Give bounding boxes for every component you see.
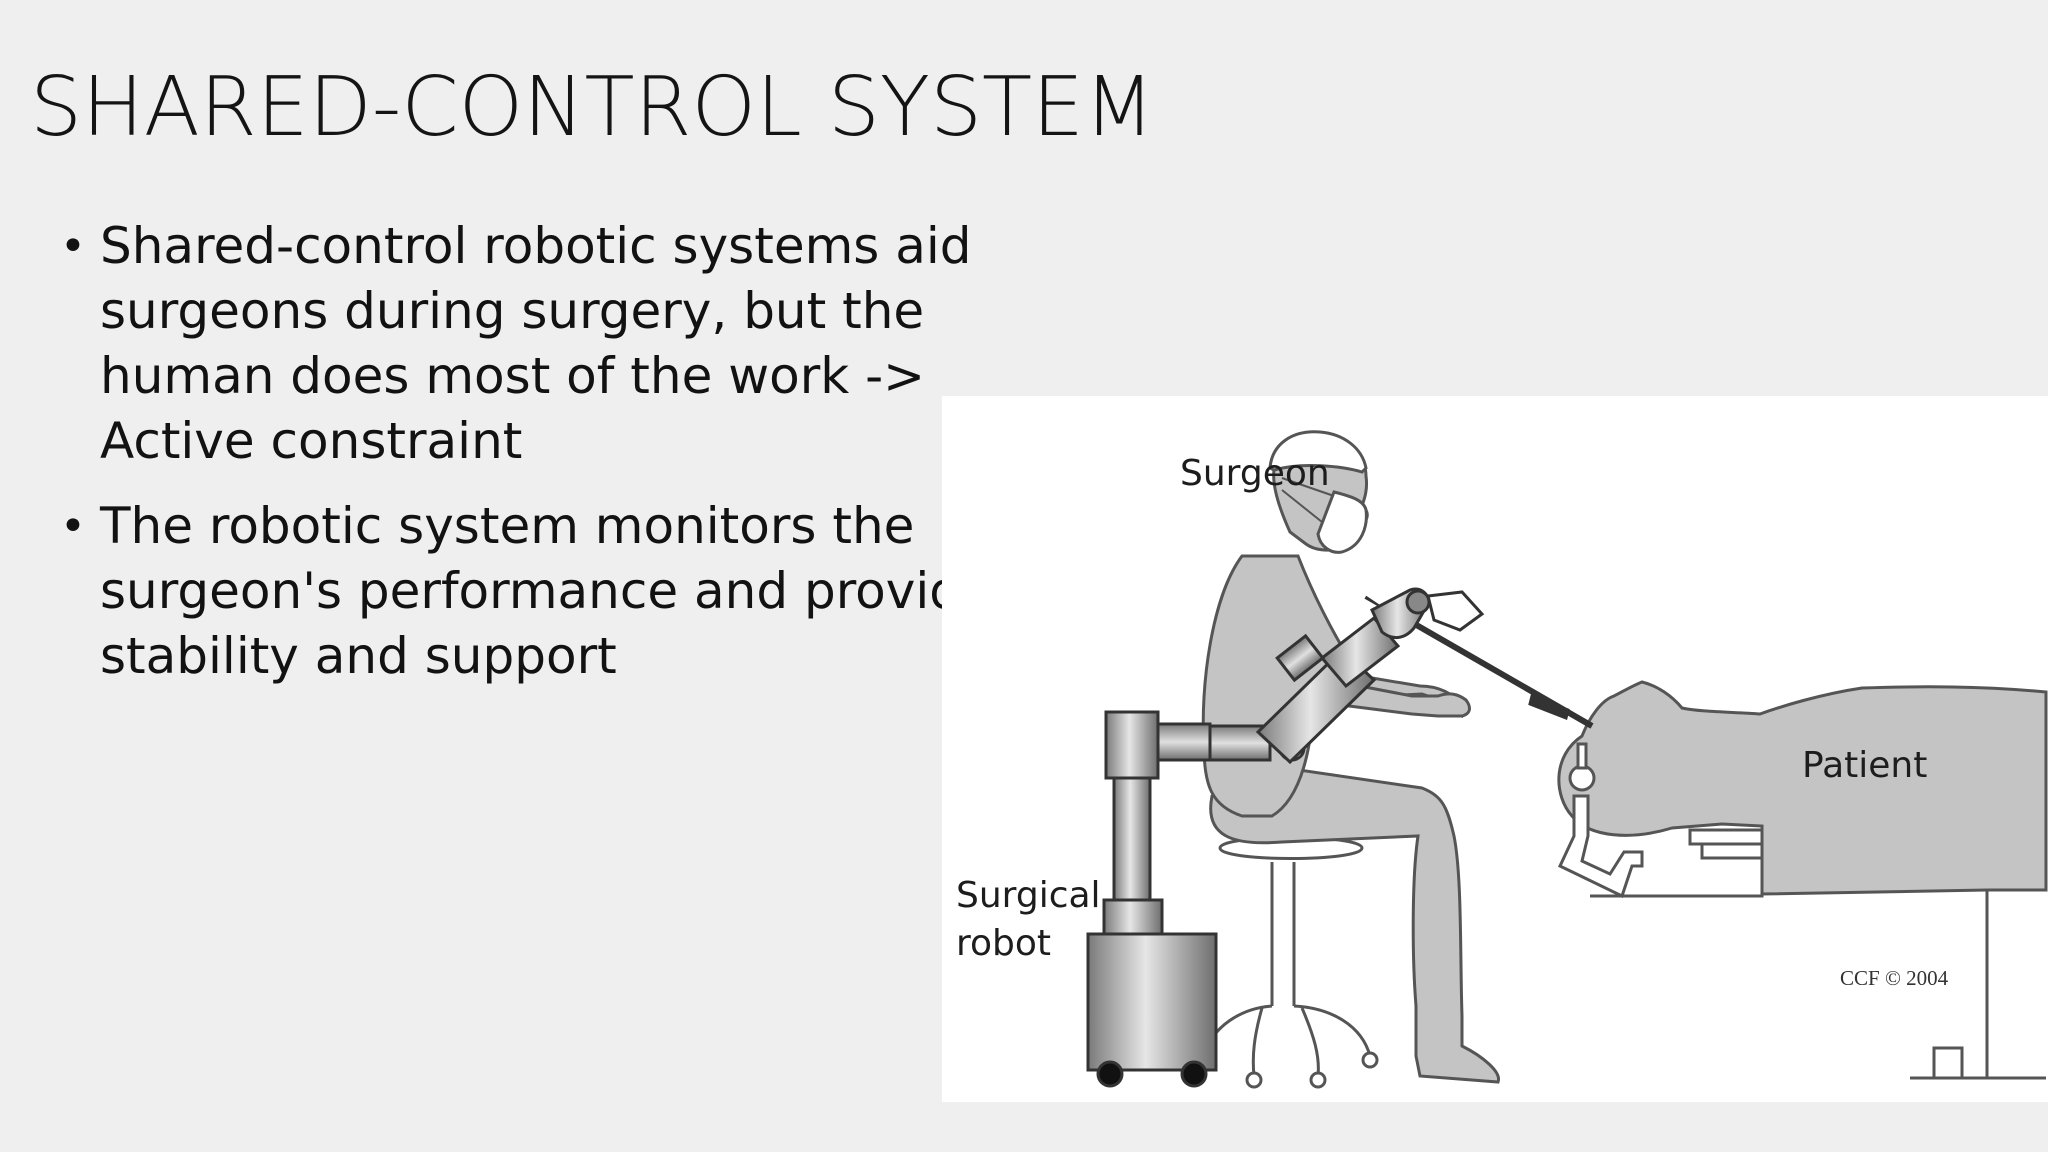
copyright-text: CCF © 2004 (1840, 966, 1949, 990)
bullet-list: • Shared-control robotic systems aid sur… (58, 214, 1078, 689)
surgical-robot-illustration: Surgeon Patient Surgical robot CCF © 200… (942, 396, 2048, 1102)
bullet-item-2: • The robotic system monitors the surgeo… (58, 494, 1078, 689)
patient-figure (1557, 680, 2048, 896)
stool (1195, 836, 1379, 1089)
label-surgical-robot-line2: robot (956, 923, 1052, 964)
bullet-dot-icon: • (60, 221, 86, 272)
bullet-text-1: Shared-control robotic systems aid surge… (100, 217, 972, 470)
label-patient: Patient (1802, 745, 1928, 786)
label-surgeon: Surgeon (1180, 453, 1330, 494)
surgical-robot (1086, 587, 1485, 1088)
patient-table (1590, 888, 2046, 1080)
label-surgical-robot-line1: Surgical (956, 875, 1101, 916)
slide-title: SHARED-CONTROL SYSTEM (30, 60, 1155, 155)
bullet-dot-icon: • (60, 501, 86, 552)
head-frame (1558, 742, 1764, 899)
bullet-item-1: • Shared-control robotic systems aid sur… (58, 214, 1078, 474)
bullet-text-2: The robotic system monitors the surgeon'… (100, 497, 1018, 685)
illustration-drawing (1086, 430, 2048, 1089)
